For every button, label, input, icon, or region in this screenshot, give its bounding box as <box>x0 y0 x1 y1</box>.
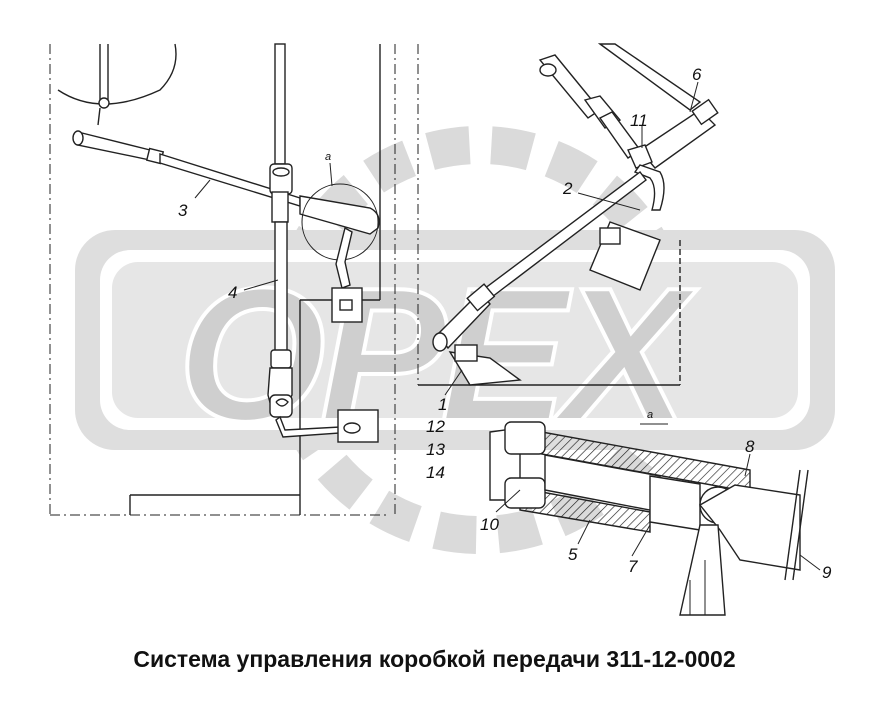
callout-3: 3 <box>178 201 188 220</box>
callout-10: 10 <box>480 515 499 534</box>
long-rod-2 <box>432 164 665 352</box>
transmission-control-diagram: OPEX <box>49 43 835 616</box>
callout-7: 7 <box>628 557 638 576</box>
watermark-text: OPEX <box>178 249 698 461</box>
vertical-rod-4 <box>267 43 379 443</box>
callout-5: 5 <box>568 545 578 564</box>
callout-8: 8 <box>745 437 755 456</box>
lever-rod-3 <box>72 130 380 235</box>
callout-1: 1 <box>438 395 447 414</box>
callout-2: 2 <box>562 179 573 198</box>
upper-linkage <box>538 43 719 169</box>
callout-12: 12 <box>426 417 445 436</box>
callout-numbers: 1 2 3 4 5 6 7 8 9 10 11 12 13 14 <box>178 65 832 582</box>
callout-9: 9 <box>822 563 832 582</box>
diagram-caption: Система управления коробкой передачи 311… <box>133 646 736 672</box>
section-view <box>489 421 809 616</box>
top-steering-element <box>57 43 177 126</box>
lower-boxes <box>448 221 661 386</box>
left-view-frame <box>49 44 396 516</box>
callout-14: 14 <box>426 463 445 482</box>
svg-text:а: а <box>647 409 653 421</box>
callout-6: 6 <box>692 65 702 84</box>
callout-4: 4 <box>228 283 237 302</box>
leader-lines <box>194 81 821 571</box>
detail-circle-a: а <box>301 151 379 323</box>
callout-detail-a-left: а <box>325 151 331 163</box>
callout-13: 13 <box>426 440 445 459</box>
detail-label-a-right: а <box>640 409 668 425</box>
right-view-frame <box>417 44 681 386</box>
callout-11: 11 <box>630 111 648 130</box>
